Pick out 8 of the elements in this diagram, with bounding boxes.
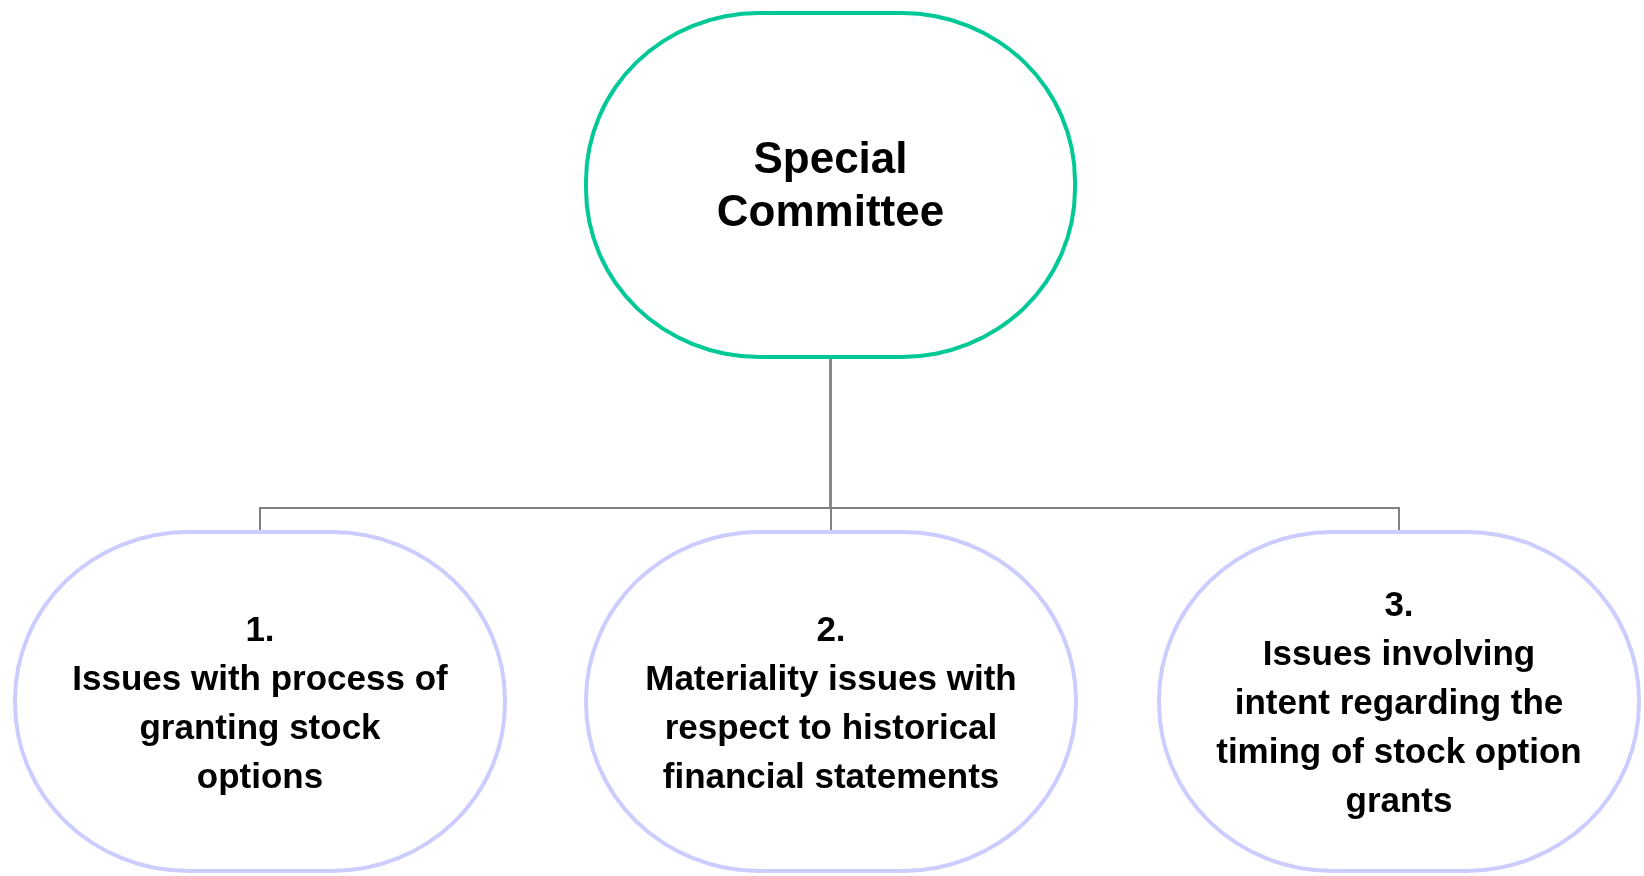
issue-text: Materiality issues with respect to historical financial statements — [644, 656, 1018, 797]
issue-number: 1. — [245, 607, 275, 650]
issue-text: Issues with process of granting stock options — [72, 656, 448, 797]
connector-line — [829, 358, 1400, 531]
issue-number: 2. — [816, 607, 846, 650]
issue-number: 3. — [1384, 583, 1414, 625]
node-title: Special Committee — [715, 132, 946, 237]
issue-text: Issues involving intent regarding the timing of stock option grants — [1216, 632, 1582, 821]
